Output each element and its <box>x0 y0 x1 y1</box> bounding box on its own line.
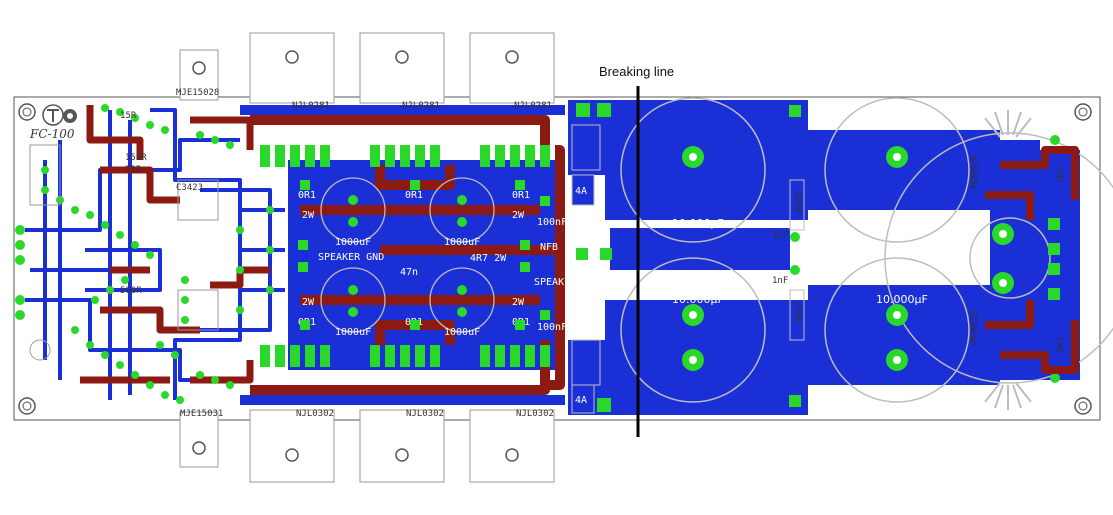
input-pads <box>15 104 274 404</box>
psu-cap-label-1: 10.000μF <box>672 217 724 230</box>
heatsink-screw-holes <box>192 50 519 462</box>
b-gnd-label: B-GND <box>583 282 613 293</box>
transistor-labels-bottom: MJE15031 NJL0302 NJL0302 NJL0302 <box>180 409 554 419</box>
psu-cap-label-3: 10.000μF <box>672 293 724 306</box>
res-15r-label: 15R <box>120 111 137 121</box>
res-0r1-label-2: 0R1 <box>405 190 423 201</box>
mount-hole-tr <box>1074 103 1092 121</box>
res-0r47-bottom: 0R47 <box>795 301 805 323</box>
res-2w-label-6: 2W <box>512 297 525 308</box>
psu-pads <box>576 103 1060 412</box>
psu-cap-2 <box>824 97 970 243</box>
psu-cap-1 <box>620 97 766 243</box>
amp-pads <box>260 145 550 367</box>
nfb-label: NFB <box>540 242 558 253</box>
amp-cap-1-label: 1000uF <box>335 237 371 248</box>
psu-toroid-outer <box>884 132 1113 384</box>
res-2w-label: 2W <box>302 210 315 221</box>
cap-47n-label: 47n <box>400 267 418 278</box>
psu-capacitors <box>620 97 1113 403</box>
mount-hole-tl <box>18 103 36 121</box>
mounting-holes <box>18 103 1092 415</box>
r-2k2-top: 2K2 <box>1056 167 1066 183</box>
tr-bot-4: NJL0302 <box>516 409 554 419</box>
logo-text: FC-100 <box>29 127 75 141</box>
r-4r7-label: 4R7 2W <box>470 253 507 264</box>
fuse-bottom-label: 4A <box>575 395 587 406</box>
fc-logo-icon <box>42 104 77 126</box>
psu-cap-labels: 10.000μF 10.000μF 10.000μF 10.000μF <box>672 217 928 306</box>
res-0r1-label-3: 0R1 <box>512 190 530 201</box>
heatsink-tabs-top <box>179 32 555 104</box>
mounting-holes-inner <box>22 107 1088 411</box>
psu-cap-label-4: 10.000μF <box>876 293 928 306</box>
psu-red-traces <box>985 146 1079 374</box>
r-2k2-bottom: 2K2 <box>1056 337 1066 353</box>
speaker-out-label: SPEAKER OUT <box>534 277 600 288</box>
psu-resistors <box>789 179 805 341</box>
psu-cap-4 <box>824 257 970 403</box>
speaker-gnd-label: SPEAKER GND <box>318 252 384 263</box>
mount-hole-br <box>1074 397 1092 415</box>
input-small-labels: C3423 500R 15R 22R 150R <box>120 111 203 296</box>
tr-top-3: NJL0281 <box>402 101 440 111</box>
breaking-line-label: Breaking line <box>599 64 674 79</box>
tr-top-2: NJL0281 <box>292 101 330 111</box>
tr-top-1: MJE15028 <box>176 88 219 98</box>
res-0r47-top: 0R47 <box>795 191 805 213</box>
amp-cap-2-label: 1000uF <box>444 237 480 248</box>
res-22r-label: 22R <box>125 165 142 175</box>
res-0r1-label: 0R1 <box>298 190 316 201</box>
psu-small-labels: B-GND 0R47 0R47 1nF 1nF MUR820 MUR820 2K… <box>583 155 1066 353</box>
res-2w-label-4: 2W <box>302 297 315 308</box>
transistor-labels-top: MJE15028 NJL0281 NJL0281 NJL0281 <box>176 88 552 111</box>
tr-top-4: NJL0281 <box>514 101 552 111</box>
res-500r-label: 500R <box>120 286 142 296</box>
psu-fuses: 4A 4A <box>571 124 601 414</box>
amp-copper <box>240 105 565 405</box>
tr-bot-1: MJE15031 <box>180 409 223 419</box>
tr-bot-2: NJL0302 <box>296 409 334 419</box>
tr-bot-3: NJL0302 <box>406 409 444 419</box>
bridge-top-label: MUR820 <box>970 155 980 188</box>
cap-100n-top: 100nF <box>537 217 567 228</box>
input-components <box>29 144 219 361</box>
heatsink-tabs-bottom <box>179 409 555 483</box>
psu-cap-1n-top: 1nF <box>772 231 788 241</box>
mount-hole-bl <box>18 397 36 415</box>
res-150r-label: 150R <box>125 153 147 163</box>
psu-toroid-inner <box>969 217 1051 299</box>
amp-cap-3-label: 1000uF <box>335 327 371 338</box>
amp-cap-4-label: 1000uF <box>444 327 480 338</box>
bridge-bottom-label: MUR820 <box>970 310 980 343</box>
fuse-top-label: 4A <box>575 186 587 197</box>
amp-capacitors <box>320 177 495 333</box>
psu-cap-1n-bottom: 1nF <box>772 276 788 286</box>
cap-100n-bottom: 100nF <box>537 322 567 333</box>
driver-label: C3423 <box>176 183 203 193</box>
psu-cap-label-2: 10.000μF <box>876 217 928 230</box>
input-red-traces <box>80 105 270 384</box>
heatsink-fin-icon <box>984 110 1032 410</box>
psu-cap-3 <box>620 257 766 403</box>
res-2w-label-3: 2W <box>512 210 525 221</box>
